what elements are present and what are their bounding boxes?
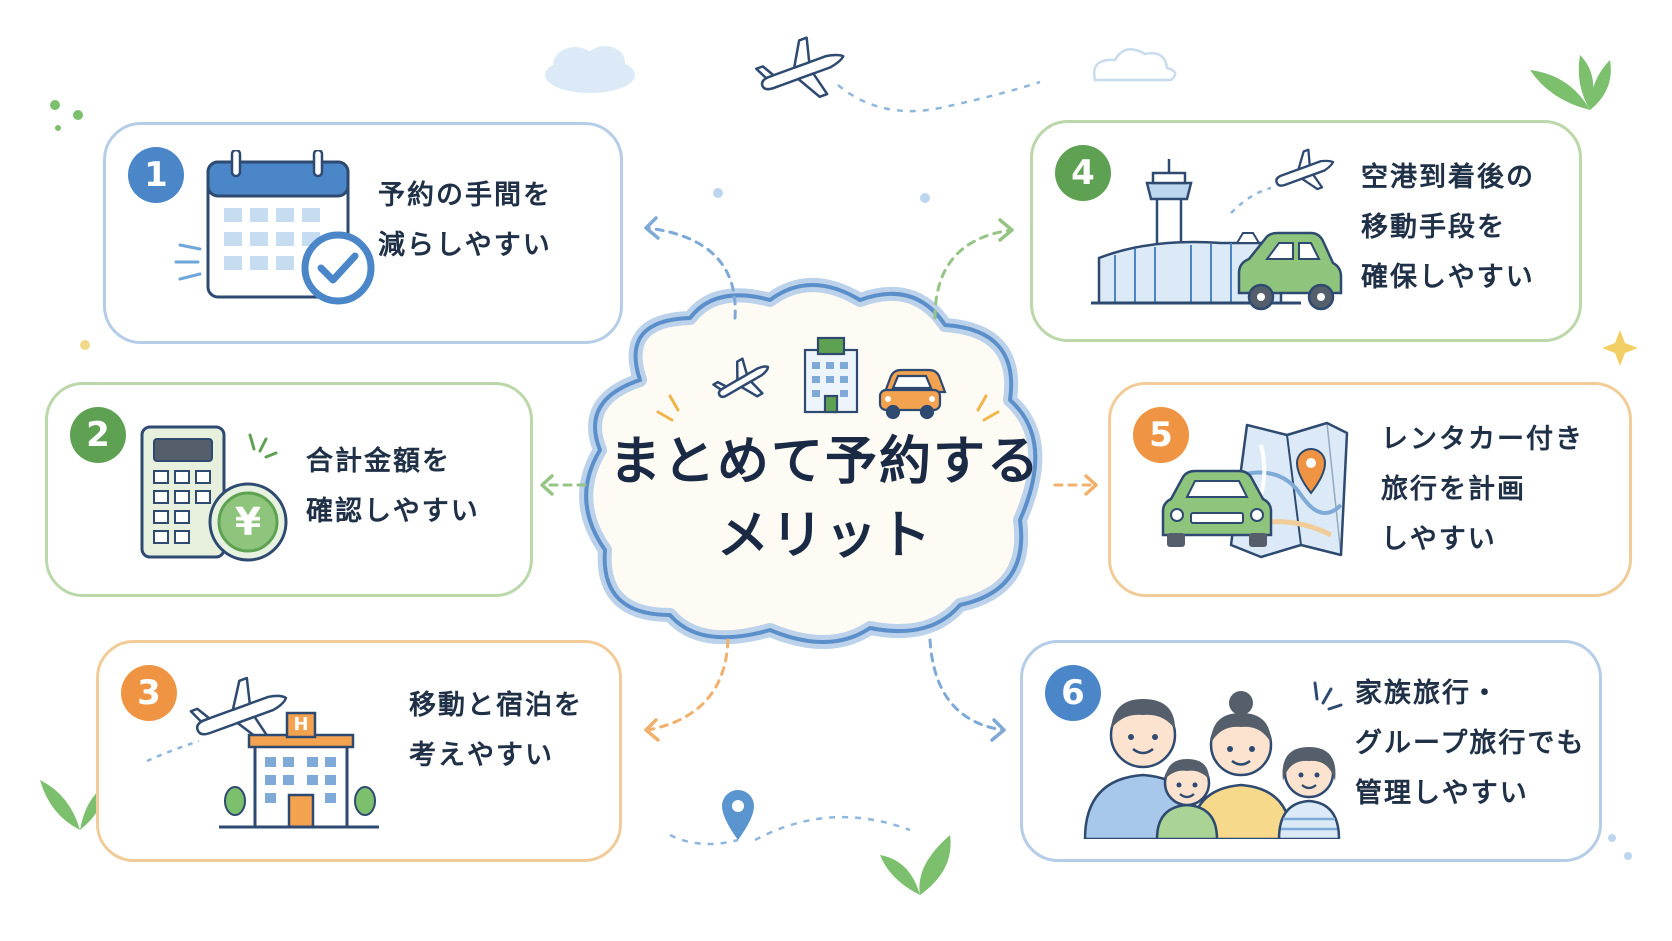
map-pin-icon (1295, 448, 1327, 495)
airport-car-icon (1091, 148, 1343, 311)
airplane-hotel-icon (146, 676, 379, 829)
number-badge: 1 (128, 147, 184, 203)
number-badge: 6 (1045, 665, 1101, 721)
benefit-card-6: 6 (1020, 640, 1602, 862)
calendar-check-icon (174, 150, 375, 305)
calculator-yen-icon (140, 425, 288, 562)
cloud-icon (1092, 47, 1177, 82)
center-title-line-1: まとめて予約する (608, 432, 1041, 492)
family-icon (1083, 681, 1343, 839)
connector-arrow-6 (928, 638, 1005, 732)
number-badge: 3 (121, 665, 177, 721)
yen-symbol: ¥ (234, 500, 262, 544)
benefit-text-1: 予約の手間を 減らしやすい (378, 180, 552, 261)
benefit-card-2: 2 ¥ 合計金額を 確認しやすい (45, 382, 533, 597)
benefit-text-3: 移動と宿泊を 考えやすい (409, 690, 583, 771)
car-icon (878, 368, 947, 420)
benefit-card-5: 5 レンタカー付き 旅行を計画 しやすい (1108, 382, 1632, 597)
number-badge: 4 (1055, 145, 1111, 201)
leaf-icon (880, 835, 951, 895)
cloud-icon (545, 46, 635, 93)
benefit-text-4: 空港到着後の 移動手段を 確保しやすい (1361, 162, 1535, 293)
airplane-icon (712, 357, 770, 399)
airplane-icon (755, 36, 845, 99)
map-pin-icon (722, 790, 754, 840)
connector-arrow-3 (646, 638, 730, 732)
benefit-text-5: レンタカー付き 旅行を計画 しやすい (1381, 424, 1584, 555)
hotel-icon (803, 336, 859, 414)
number-badge: 5 (1133, 407, 1189, 463)
map-car-icon (1161, 421, 1349, 559)
connector-arrow-4 (933, 228, 1014, 320)
benefit-text-2: 合計金額を 確認しやすい (306, 446, 480, 527)
benefit-card-1: 1 予約の手間を 減らしやすい (103, 122, 623, 344)
center-title-line-2: メリット (716, 506, 933, 566)
benefit-text-6: 家族旅行・ グループ旅行でも 管理しやすい (1355, 678, 1586, 809)
benefit-card-4: 4 (1030, 120, 1582, 342)
number-badge: 2 (70, 407, 126, 463)
hotel-sign: H (293, 714, 309, 735)
connector-arrow-1 (646, 226, 737, 320)
benefit-card-3: 3 H 移動と宿泊を 考え (96, 640, 622, 862)
leaf-icon (1530, 55, 1611, 110)
center-title: まとめて予約する メリット (600, 425, 1050, 573)
